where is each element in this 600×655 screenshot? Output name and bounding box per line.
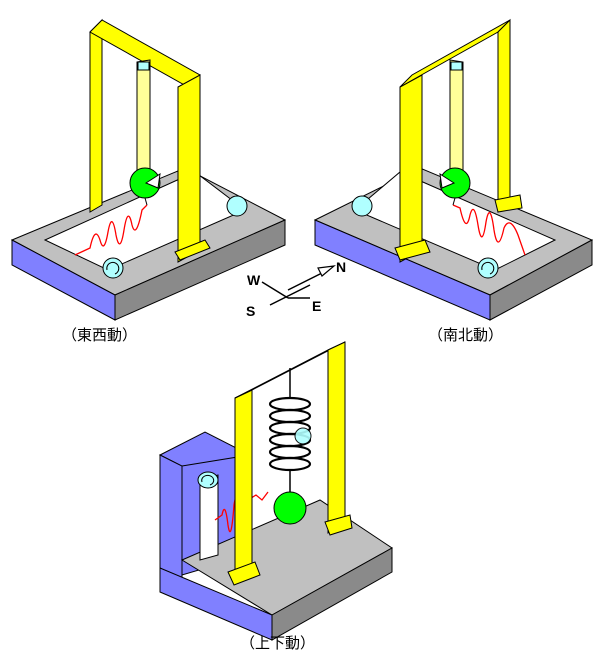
ns-pendulum-rod: [449, 59, 464, 173]
east-west-seismograph: [10, 18, 287, 321]
ns-seismic-trace: [452, 204, 526, 256]
ns-pivot: [450, 61, 463, 71]
v-drum-arrow-icon: [201, 474, 215, 486]
ew-frame-left-post: [89, 18, 103, 213]
v-frame-left-foot: [227, 561, 261, 586]
ns-frame-right-foot: [494, 194, 523, 213]
ew-frame-right-post: [177, 74, 201, 263]
compass-west-label: W: [247, 272, 261, 288]
ew-seismic-trace: [74, 204, 148, 256]
ew-base-front-side: [114, 219, 286, 321]
v-frame-right-foot: [324, 514, 353, 536]
compass-north-line: [287, 270, 327, 291]
ew-pendulum-rod: [136, 59, 151, 173]
ns-mass-notch: [439, 172, 456, 189]
ns-drum-arrow-icon: [481, 261, 495, 275]
ew-drum-arrow-icon: [106, 261, 120, 275]
v-drum-top: [197, 471, 219, 489]
ew-mass-notch: [144, 172, 161, 189]
ns-drum-back: [351, 195, 373, 217]
north-arrow-icon: [317, 265, 336, 277]
v-frame-right-post: [327, 341, 346, 534]
ns-frame-right-post: [497, 18, 511, 213]
ns-stylus: [452, 197, 456, 206]
v-frame-left-post: [234, 389, 253, 584]
ns-frame-left-post: [399, 74, 423, 263]
ew-frame-right-foot: [174, 239, 211, 261]
ew-pivot: [137, 61, 150, 71]
ew-drum-back: [226, 195, 248, 217]
compass-north-label: N: [336, 259, 346, 275]
compass-east-label: E: [312, 298, 321, 314]
compass-south-label: S: [246, 303, 255, 319]
caption-east-west: （東西動）: [62, 326, 137, 344]
compass-se-line: [269, 284, 311, 306]
ns-base-front-side: [489, 239, 593, 321]
v-floor-front-side: [271, 547, 393, 641]
ew-drum-front: [102, 257, 124, 279]
vertical-seismograph: [158, 341, 393, 641]
ew-stylus: [144, 197, 148, 206]
caption-north-south: （南北動）: [428, 326, 503, 344]
ns-frame-left-foot: [394, 239, 431, 261]
compass-ws-line: [261, 281, 289, 299]
ns-drum-front: [477, 257, 499, 279]
north-south-seismograph: [313, 18, 594, 321]
v-back-wall-face: [159, 454, 183, 581]
caption-vertical: （上下動）: [240, 634, 315, 652]
compass: W N S E: [246, 259, 346, 319]
v-spring-bg-drum: [294, 427, 312, 445]
v-mass: [273, 491, 307, 525]
